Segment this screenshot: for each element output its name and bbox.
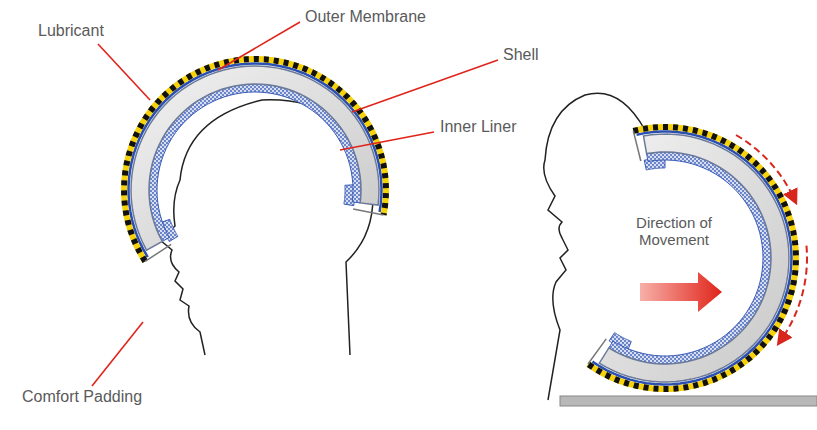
helmet-section	[588, 127, 796, 389]
leader-line	[352, 60, 498, 112]
ground-surface	[560, 396, 817, 406]
direction-arrow	[640, 272, 722, 312]
part-label: Shell	[503, 46, 539, 64]
leader-line	[218, 22, 300, 70]
helmet-section	[124, 59, 386, 261]
membrane-clip	[588, 339, 606, 364]
outer-membrane-stripes	[588, 127, 796, 389]
part-label: Outer Membrane	[305, 8, 426, 26]
leader-line	[92, 322, 143, 386]
membrane-clip	[145, 244, 171, 261]
membrane-clip	[633, 131, 640, 161]
part-label: Inner Liner	[440, 118, 517, 136]
leader-line	[340, 132, 434, 150]
leader-line	[98, 44, 150, 100]
outer-membrane	[588, 127, 796, 389]
part-label: Comfort Padding	[22, 388, 142, 406]
membrane-clip	[353, 209, 383, 215]
slip-arrow	[736, 135, 794, 198]
slip-arrow	[781, 246, 807, 340]
outer-membrane	[124, 59, 386, 261]
part-label: Lubricant	[38, 22, 104, 40]
direction-label: Direction of Movement	[628, 214, 720, 249]
outer-membrane-stripes	[124, 59, 386, 261]
